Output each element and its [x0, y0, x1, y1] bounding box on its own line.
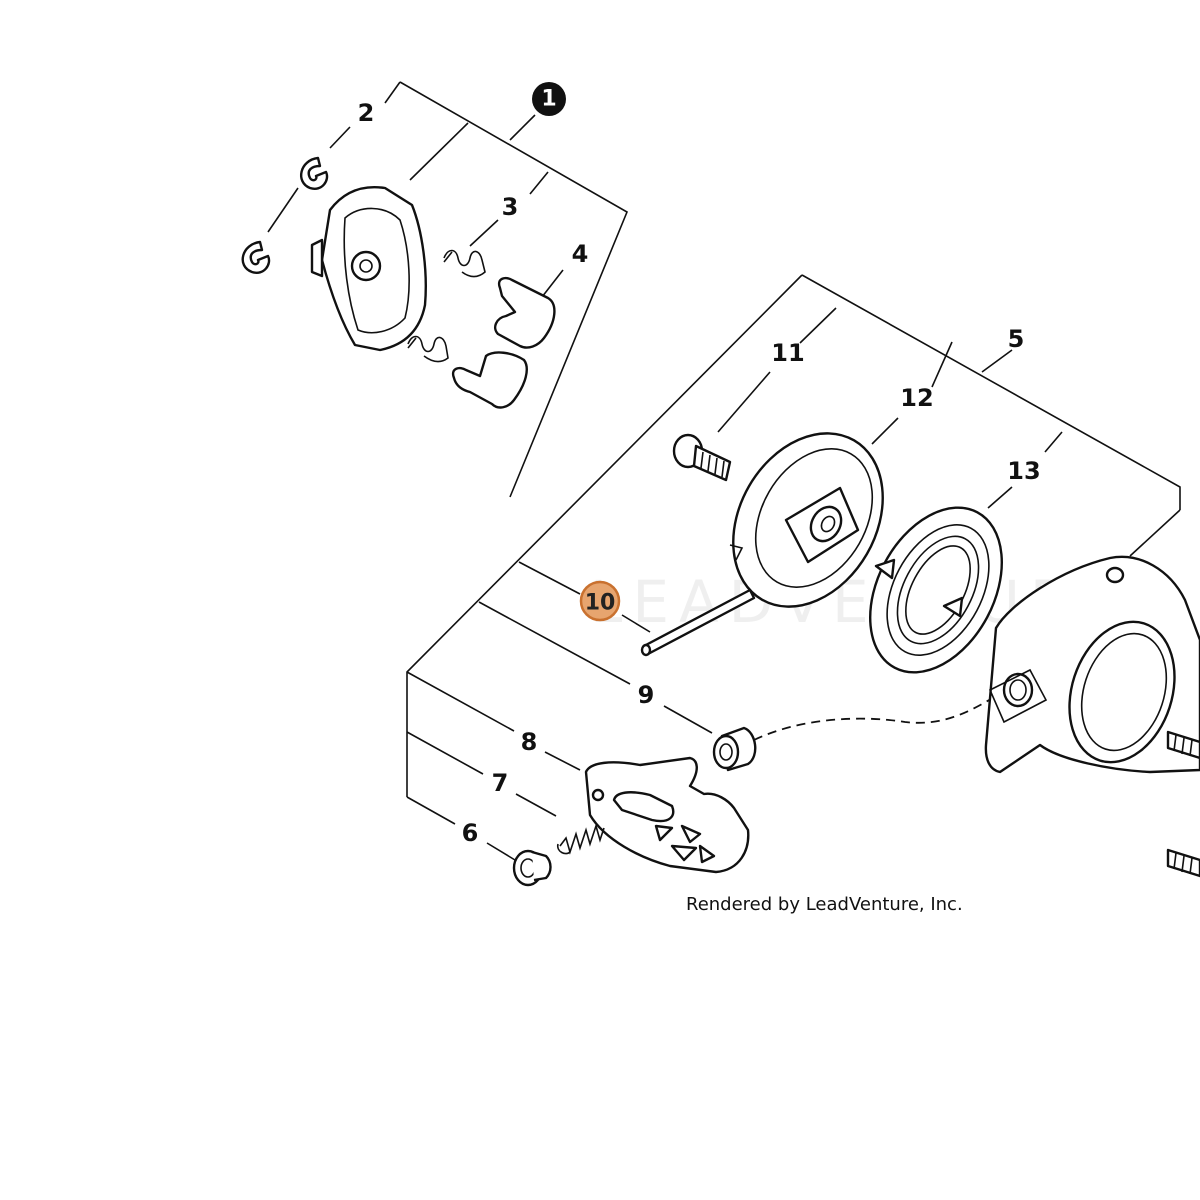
callout-1-marker: 1 — [532, 82, 566, 116]
spindle-pin — [640, 588, 756, 657]
callout-1: 1 — [541, 87, 556, 112]
callout-4: 4 — [572, 240, 589, 268]
callout-3: 3 — [502, 193, 519, 221]
routing-dashed-line — [753, 683, 1019, 741]
callout-5: 5 — [1008, 325, 1025, 353]
callout-10-marker[interactable]: 10 — [579, 580, 621, 622]
callout-6: 6 — [462, 819, 479, 847]
pawl-upper — [494, 276, 556, 349]
callout-9: 9 — [638, 681, 655, 709]
pulley-hub — [310, 186, 427, 352]
callout-7: 7 — [492, 769, 509, 797]
callout-13: 13 — [1007, 457, 1040, 485]
bushing — [712, 726, 757, 772]
callout-11: 11 — [771, 339, 804, 367]
mounting-bolt-lower — [1166, 848, 1200, 878]
callout-10-highlight[interactable] — [579, 580, 621, 622]
rope-reel — [729, 432, 884, 608]
render-credit: Rendered by LeadVenture, Inc. — [686, 894, 963, 915]
e-clip-lower — [241, 240, 271, 274]
recoil-screw — [672, 433, 732, 482]
e-clip-upper — [299, 156, 329, 190]
pawl-spring-lower — [407, 335, 449, 363]
callout-1-badge — [532, 82, 566, 116]
recoil-spring — [869, 506, 1003, 674]
pawl-spring-upper — [443, 249, 486, 278]
ratchet-plate — [584, 756, 750, 874]
callout-12: 12 — [900, 384, 933, 412]
leader-lines — [267, 81, 1181, 861]
starter-housing — [984, 555, 1200, 774]
mounting-bolt-upper — [1166, 730, 1200, 760]
callout-8: 8 — [521, 728, 538, 756]
pawl-lower — [451, 351, 528, 409]
callout-2: 2 — [358, 99, 375, 127]
callout-10[interactable]: 10 — [585, 591, 616, 616]
compression-spring — [556, 823, 605, 855]
collar — [512, 849, 552, 887]
